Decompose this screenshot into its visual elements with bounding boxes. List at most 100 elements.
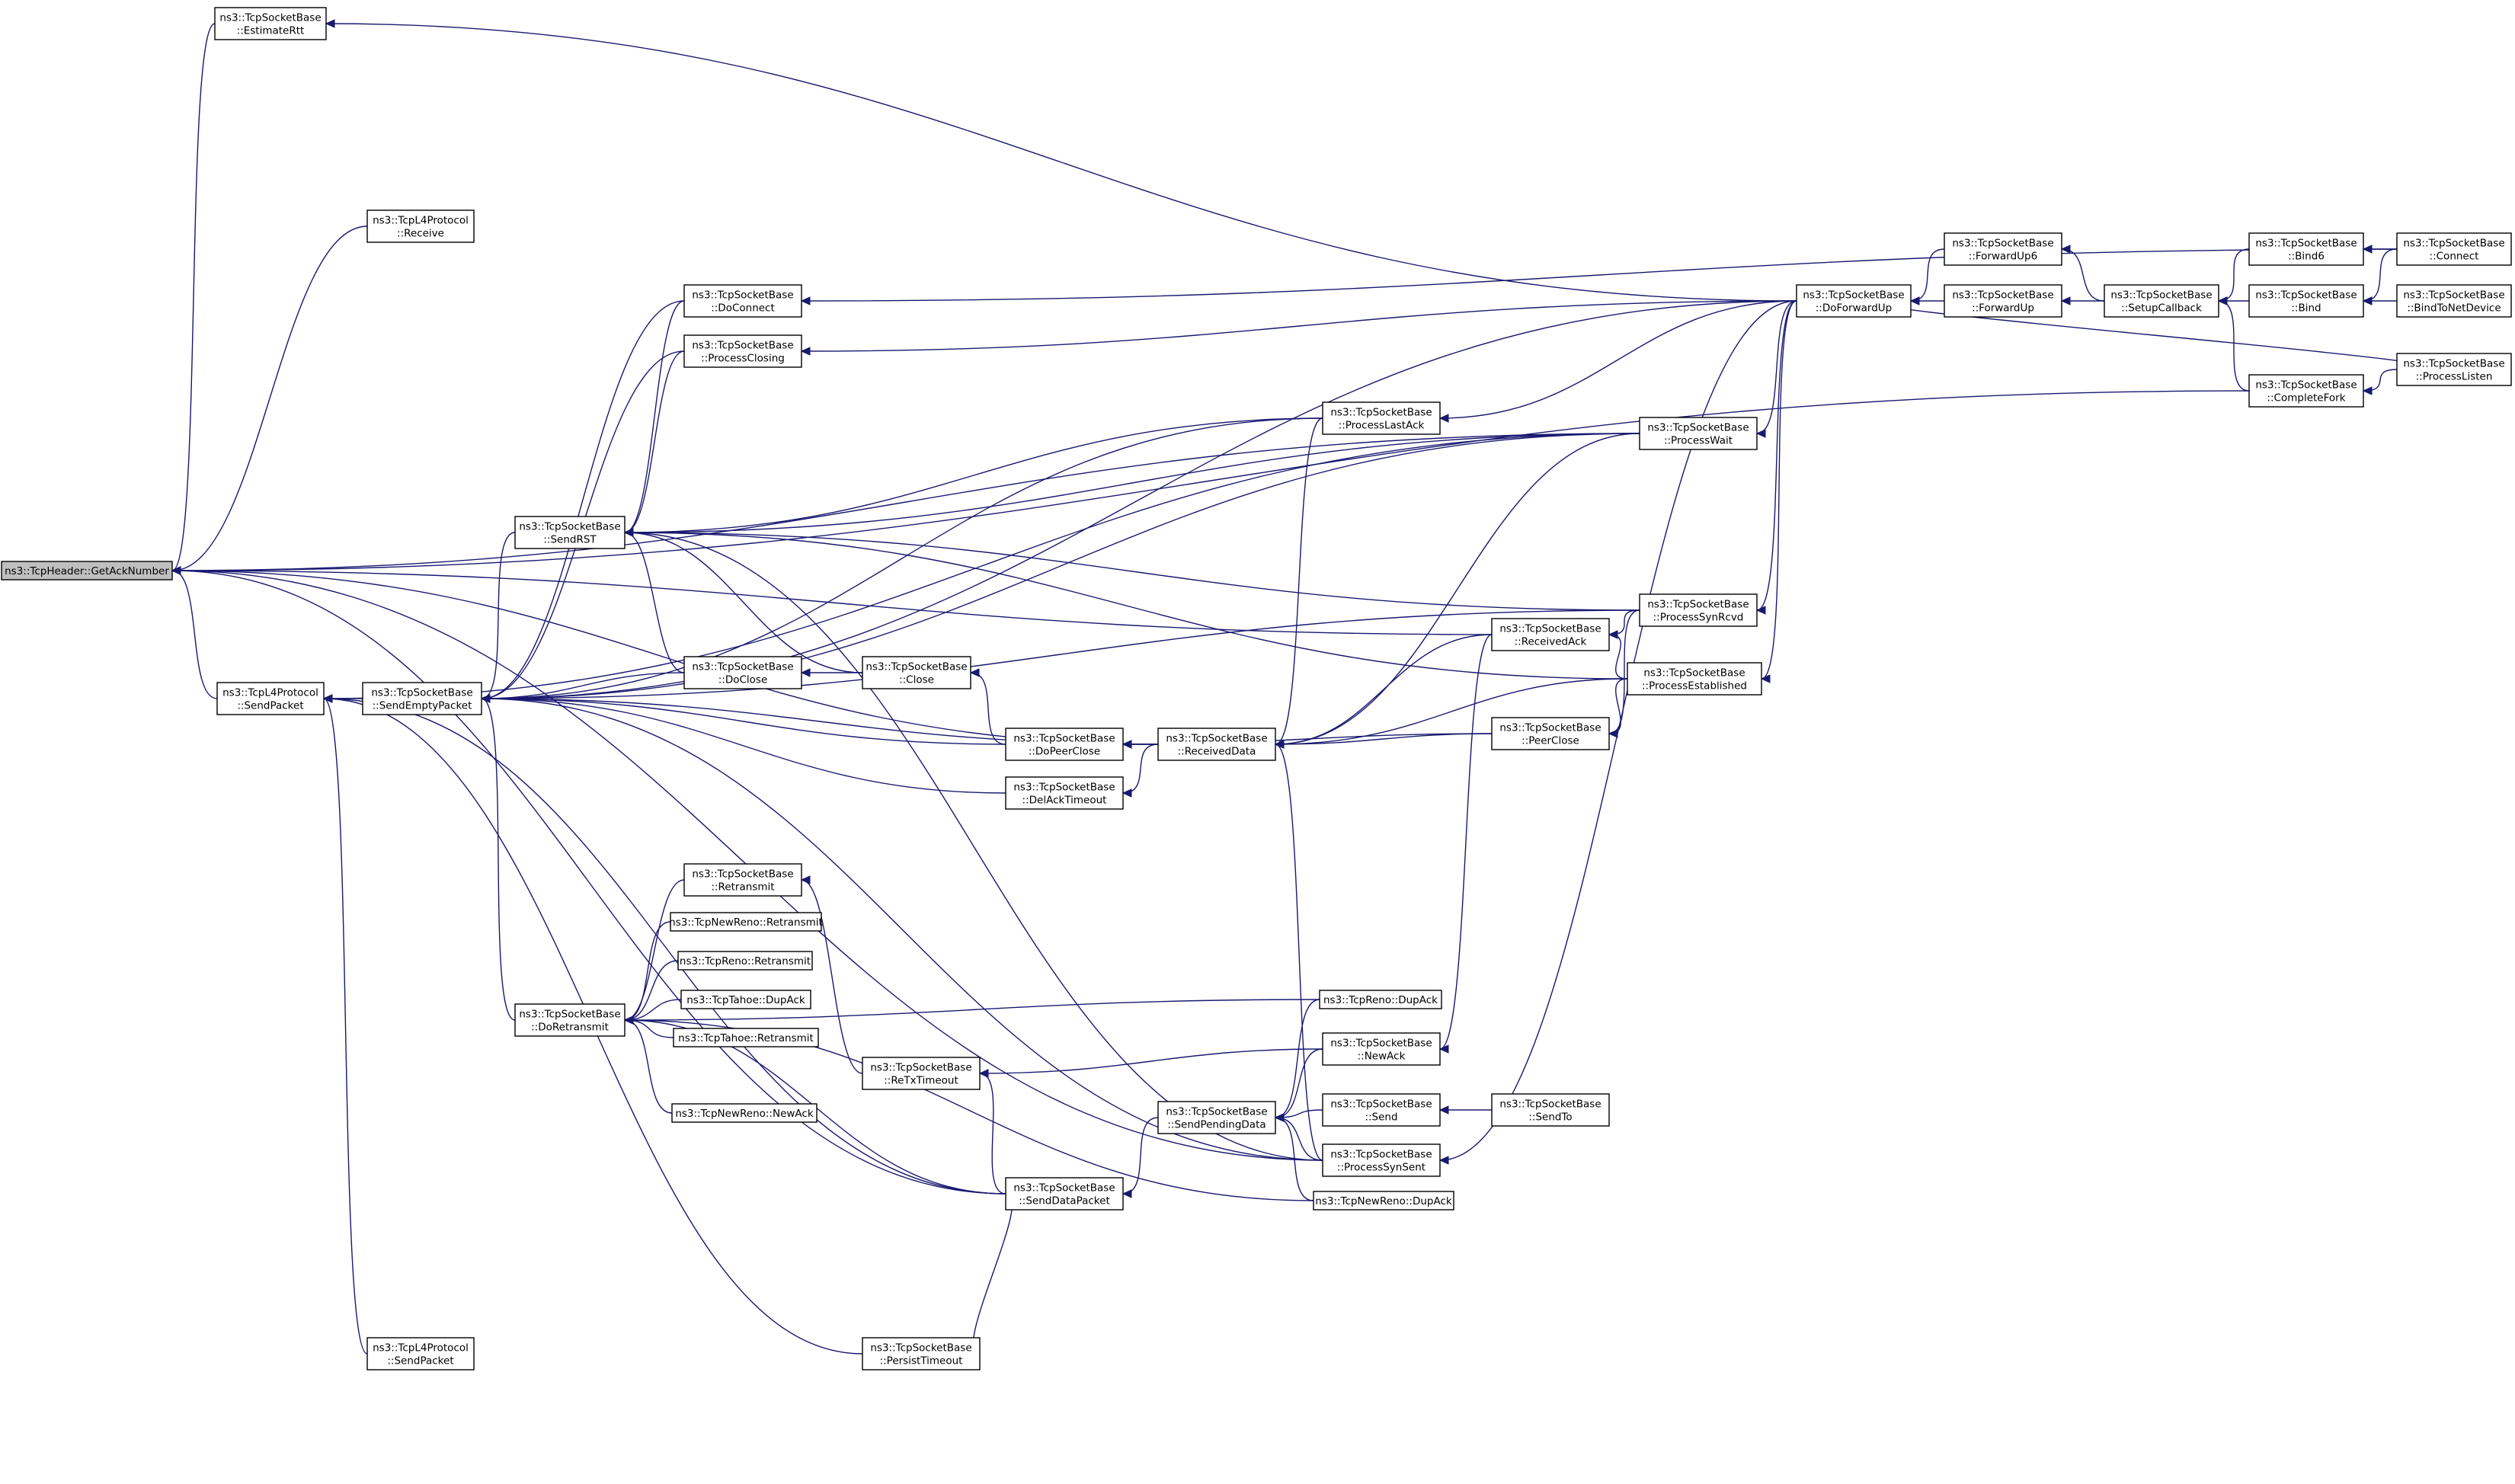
node-label: ns3::TcpSocketBase — [1013, 1182, 1115, 1195]
node-do-retransmit[interactable]: ns3::TcpSocketBase::DoRetransmit — [514, 1003, 626, 1037]
node-label: ::EstimateRtt — [237, 25, 305, 37]
node-box — [2104, 284, 2219, 318]
node-received-ack[interactable]: ns3::TcpSocketBase::ReceivedAck — [1491, 618, 1610, 651]
node-box — [2396, 353, 2512, 386]
node-do-forward-up[interactable]: ns3::TcpSocketBase::DoForwardUp — [1796, 284, 1912, 318]
node-box — [1, 561, 173, 580]
edge-doPeerClose-to-sendEmptyPacket — [481, 698, 1006, 745]
arrowhead — [322, 694, 333, 703]
node-label: ns3::TcpL4Protocol — [222, 687, 318, 699]
node-box — [1157, 728, 1276, 761]
node-label: ns3::TcpSocketBase — [1803, 289, 1904, 302]
node-do-connect[interactable]: ns3::TcpSocketBase::DoConnect — [683, 284, 802, 318]
edge-receivedData-to-delAckTimeout — [1122, 744, 1159, 794]
edge-forwardUp6-to-doForwardUp — [1910, 248, 1945, 302]
edge-doForwardUp-to-processEstablished — [1761, 300, 1797, 680]
node-reno-retransmit[interactable]: ns3::TcpReno::Retransmit — [677, 951, 813, 971]
arrowhead — [2362, 296, 2373, 305]
node-label: ::NewAck — [1358, 1051, 1406, 1063]
node-l-4-send-packet[interactable]: ns3::TcpL4Protocol::SendPacket — [216, 682, 325, 715]
node-send-data-packet[interactable]: ns3::TcpSocketBase::SendDataPacket — [1005, 1177, 1124, 1211]
edge-newRenoRetransmit-to-doRetransmit — [624, 921, 671, 1021]
edge-bind6-to-setupCallback — [2218, 248, 2250, 302]
node-process-closing[interactable]: ns3::TcpSocketBase::ProcessClosing — [683, 334, 802, 368]
node-peer-close[interactable]: ns3::TcpSocketBase::PeerClose — [1491, 717, 1610, 750]
node-process-last-ack[interactable]: ns3::TcpSocketBase::ProcessLastAck — [1322, 401, 1441, 435]
node-forward-up[interactable]: ns3::TcpSocketBase::ForwardUp — [1944, 284, 2062, 318]
node-persist-timeout[interactable]: ns3::TcpSocketBase::PersistTimeout — [862, 1337, 981, 1370]
edge-doForwardUp-to-estimateRtt — [325, 23, 1797, 302]
node-retransmit[interactable]: ns3::TcpSocketBase::Retransmit — [683, 863, 802, 897]
node-box — [366, 1337, 475, 1370]
node-forward-up-6[interactable]: ns3::TcpSocketBase::ForwardUp6 — [1944, 232, 2062, 266]
node-bind[interactable]: ns3::TcpSocketBase::Bind — [2248, 284, 2364, 318]
node-box — [1944, 284, 2062, 318]
node-tahoe-dup-ack[interactable]: ns3::TcpTahoe::DupAck — [680, 990, 811, 1009]
node-label: ns3::TcpSocketBase — [1166, 733, 1267, 745]
node-process-established[interactable]: ns3::TcpSocketBase::ProcessEstablished — [1627, 662, 1762, 696]
edge-processSynSent-to-sendEmptyPacket — [481, 698, 1323, 1161]
arrowhead — [2217, 296, 2228, 305]
node-label: ns3::TcpTahoe::Retransmit — [678, 1032, 814, 1044]
node-label: ::SetupCallback — [2121, 302, 2202, 315]
node-send-empty-packet[interactable]: ns3::TcpSocketBase::SendEmptyPacket — [362, 682, 482, 715]
node-box — [2396, 284, 2512, 318]
arrowhead — [800, 668, 811, 677]
node-box — [1319, 990, 1442, 1009]
node-complete-fork[interactable]: ns3::TcpSocketBase::CompleteFork — [2248, 374, 2364, 408]
arrowhead — [1608, 729, 1618, 738]
node-send-to[interactable]: ns3::TcpSocketBase::SendTo — [1491, 1093, 1610, 1127]
node-estimate-rtt[interactable]: ns3::TcpSocketBase::EstimateRtt — [214, 7, 327, 40]
node-box — [1491, 618, 1610, 651]
node-label: ns3::TcpL4Protocol — [373, 1342, 469, 1354]
node-label: ns3::TcpSocketBase — [692, 289, 793, 302]
node-send-r-s-t[interactable]: ns3::TcpSocketBase::SendRST — [514, 516, 626, 549]
node-send[interactable]: ns3::TcpSocketBase::Send — [1322, 1093, 1441, 1127]
node-label: ::SendEmptyPacket — [373, 700, 472, 712]
node-new-reno-dup-ack[interactable]: ns3::TcpNewReno::DupAck — [1313, 1191, 1454, 1211]
node-connect[interactable]: ns3::TcpSocketBase::Connect — [2396, 232, 2512, 266]
graph-nodes: ns3::TcpHeader::GetAckNumberns3::TcpSock… — [1, 7, 2512, 1370]
edge-doForwardUp-to-processClosing — [801, 300, 1797, 352]
edge-l4Receive-to-root — [171, 225, 368, 571]
node-label: ::SendTo — [1528, 1111, 1572, 1124]
node-box — [673, 1028, 819, 1047]
node-label: ns3::TcpTahoe::DupAck — [686, 994, 805, 1006]
node-reno-dup-ack[interactable]: ns3::TcpReno::DupAck — [1319, 990, 1442, 1009]
node-l-4-send-packet-2[interactable]: ns3::TcpL4Protocol::SendPacket — [366, 1337, 475, 1370]
node-label: ns3::TcpSocketBase — [2255, 289, 2357, 302]
node-process-listen[interactable]: ns3::TcpSocketBase::ProcessListen — [2396, 353, 2512, 386]
edge-l4SendPacket2-to-l4SendPacket — [323, 698, 368, 1354]
node-box — [683, 656, 802, 689]
node-l-4-receive[interactable]: ns3::TcpL4Protocol::Receive — [366, 209, 475, 243]
node-del-ack-timeout[interactable]: ns3::TcpSocketBase::DelAckTimeout — [1005, 776, 1124, 810]
node-root[interactable]: ns3::TcpHeader::GetAckNumber — [1, 561, 173, 580]
node-new-reno-retransmit[interactable]: ns3::TcpNewReno::Retransmit — [669, 912, 823, 932]
node-label: ns3::TcpSocketBase — [1643, 667, 1745, 680]
node-label: ::ProcessClosing — [701, 353, 785, 365]
node-re-tx-timeout[interactable]: ns3::TcpSocketBase::ReTxTimeout — [862, 1057, 981, 1090]
node-label: ns3::TcpSocketBase — [519, 1009, 620, 1021]
node-close[interactable]: ns3::TcpSocketBase::Close — [862, 656, 971, 689]
node-setup-callback[interactable]: ns3::TcpSocketBase::SetupCallback — [2104, 284, 2219, 318]
node-new-reno-new-ack[interactable]: ns3::TcpNewReno::NewAck — [671, 1103, 818, 1123]
node-label: ::SendPacket — [237, 700, 303, 712]
node-bind-to-net-device[interactable]: ns3::TcpSocketBase::BindToNetDevice — [2396, 284, 2512, 318]
node-process-syn-sent[interactable]: ns3::TcpSocketBase::ProcessSynSent — [1322, 1143, 1441, 1177]
node-label: ns3::TcpSocketBase — [870, 1342, 971, 1354]
node-label: ::DoClose — [718, 674, 768, 686]
node-process-wait[interactable]: ns3::TcpSocketBase::ProcessWait — [1639, 417, 1758, 450]
node-process-syn-rcvd[interactable]: ns3::TcpSocketBase::ProcessSynRcvd — [1639, 593, 1758, 627]
node-label: ::DelAckTimeout — [1022, 795, 1107, 807]
node-box — [683, 284, 802, 318]
node-send-pending-data[interactable]: ns3::TcpSocketBase::SendPendingData — [1157, 1101, 1276, 1134]
node-tahoe-retransmit[interactable]: ns3::TcpTahoe::Retransmit — [673, 1028, 819, 1047]
node-new-ack[interactable]: ns3::TcpSocketBase::NewAck — [1322, 1032, 1441, 1066]
node-box — [677, 951, 813, 971]
node-received-data[interactable]: ns3::TcpSocketBase::ReceivedData — [1157, 728, 1276, 761]
node-label: ::Receive — [397, 228, 444, 240]
node-do-close[interactable]: ns3::TcpSocketBase::DoClose — [683, 656, 802, 689]
node-bind-6[interactable]: ns3::TcpSocketBase::Bind6 — [2248, 232, 2364, 266]
node-label: ns3::TcpSocketBase — [2403, 358, 2504, 370]
node-do-peer-close[interactable]: ns3::TcpSocketBase::DoPeerClose — [1005, 728, 1124, 761]
